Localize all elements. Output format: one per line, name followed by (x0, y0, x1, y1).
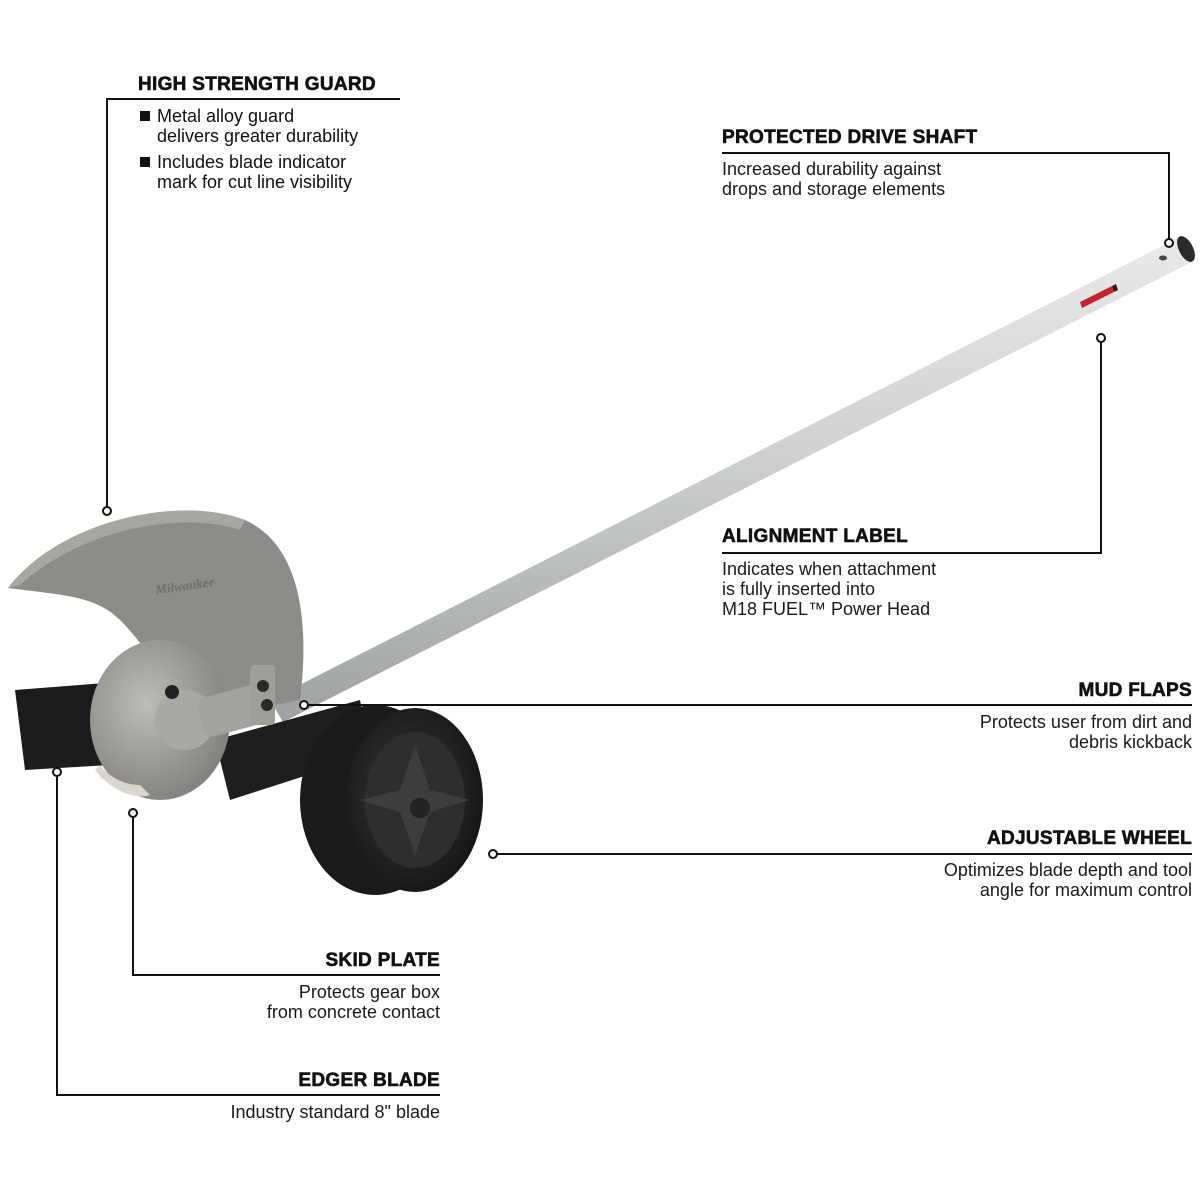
callout-title: MUD FLAPS (1078, 680, 1192, 702)
edger-blade (15, 683, 110, 770)
bullet-item: Metal alloy guard delivers greater durab… (138, 106, 408, 146)
callout-title: ADJUSTABLE WHEEL (986, 828, 1192, 850)
callout-desc: Indicates when attachment is fully inser… (722, 559, 937, 619)
callout-desc: Protects user from dirt and debris kickb… (979, 712, 1192, 752)
callout-title: EDGER BLADE (298, 1070, 440, 1092)
callout-desc: Increased durability against drops and s… (722, 159, 946, 199)
callout-alignment-label: ALIGNMENT LABEL Indicates when attachmen… (722, 526, 1082, 619)
callout-desc: Optimizes blade depth and tool angle for… (943, 860, 1192, 900)
alignment-label-mark (1080, 286, 1114, 308)
callout-desc: Protects gear box from concrete contact (266, 982, 440, 1022)
callout-high-strength-guard: HIGH STRENGTH GUARD Metal alloy guard de… (138, 74, 408, 198)
callout-title: HIGH STRENGTH GUARD (138, 74, 376, 96)
bullet-item: Includes blade indicator mark for cut li… (138, 152, 408, 192)
adjustable-wheel (300, 705, 483, 895)
callout-title: SKID PLATE (325, 950, 440, 972)
callout-protected-drive-shaft: PROTECTED DRIVE SHAFT Increased durabili… (722, 127, 1142, 199)
callout-edger-blade: EDGER BLADE Industry standard 8" blade (140, 1070, 440, 1122)
callout-adjustable-wheel: ADJUSTABLE WHEEL Optimizes blade depth a… (792, 828, 1192, 900)
callout-title: PROTECTED DRIVE SHAFT (722, 127, 978, 149)
callout-bullets: Metal alloy guard delivers greater durab… (138, 106, 408, 192)
callout-skid-plate: SKID PLATE Protects gear box from concre… (140, 950, 440, 1022)
skid-plate (95, 765, 150, 797)
guard (8, 510, 304, 720)
callout-title: ALIGNMENT LABEL (722, 526, 909, 548)
callout-mud-flaps: MUD FLAPS Protects user from dirt and de… (832, 680, 1192, 752)
callout-desc: Industry standard 8" blade (230, 1102, 440, 1122)
drive-shaft (270, 236, 1195, 722)
callout-leader-lines (52, 98, 1192, 1096)
